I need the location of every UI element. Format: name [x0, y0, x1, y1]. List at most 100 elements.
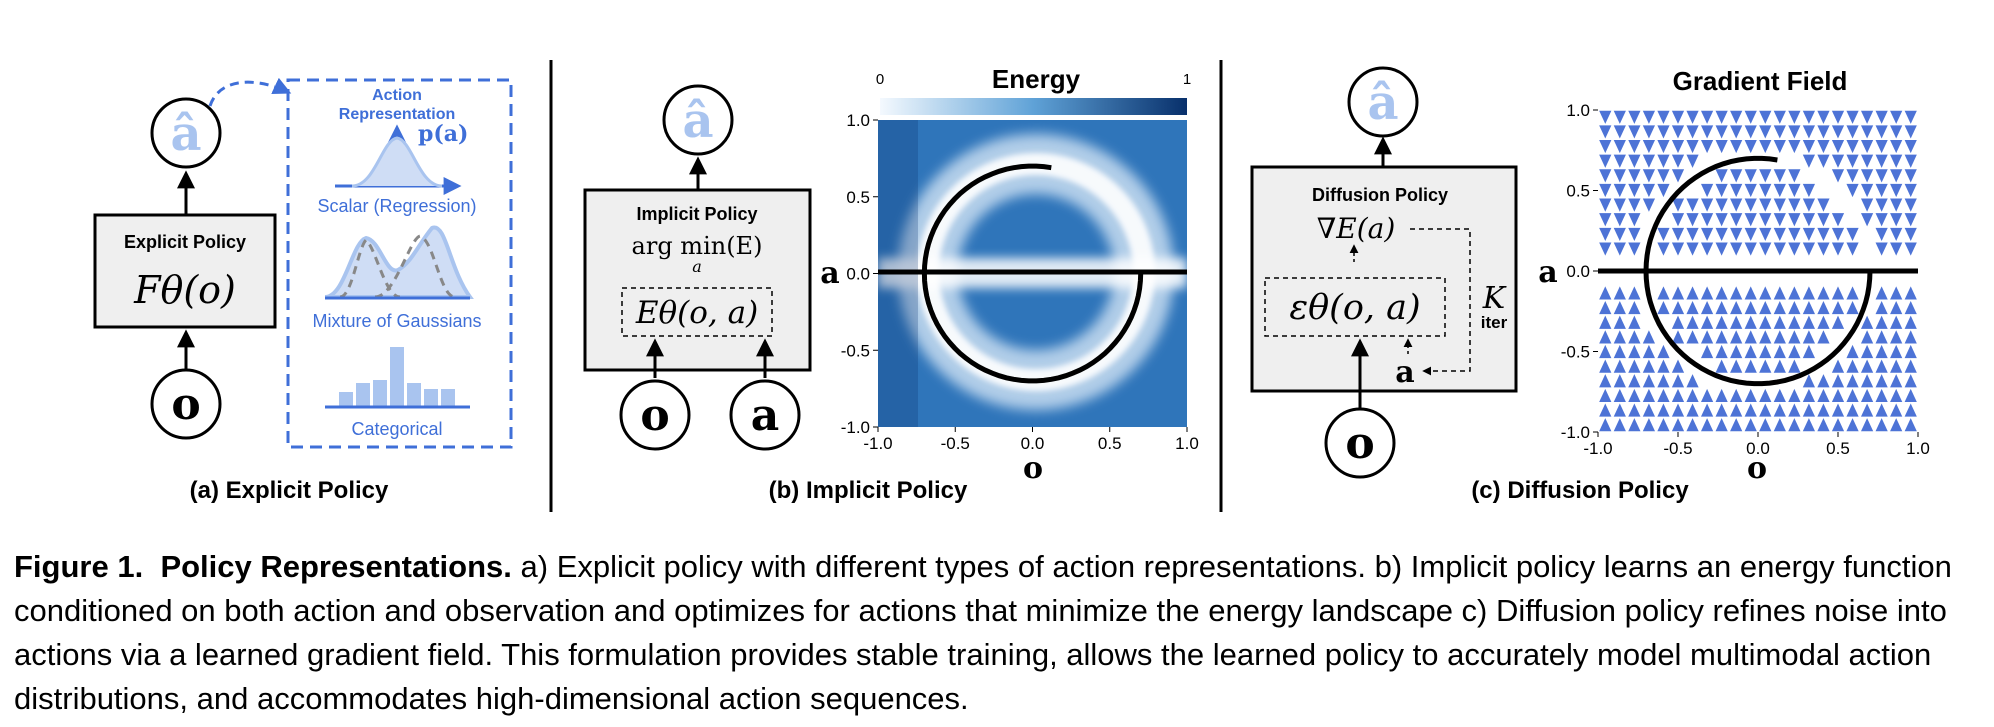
field-arrow — [1671, 169, 1685, 183]
field-arrow — [1773, 286, 1786, 300]
field-arrow — [1890, 359, 1903, 373]
field-arrow — [1846, 169, 1859, 183]
field-arrow — [1599, 140, 1612, 154]
field-arrow — [1671, 140, 1685, 154]
field-arrow — [1715, 169, 1728, 183]
field-arrow — [1904, 198, 1917, 212]
field-arrow — [1599, 154, 1612, 168]
x-tick-label: 0.5 — [1098, 434, 1122, 453]
y-tick-label: -1.0 — [1561, 423, 1590, 442]
field-arrow — [1875, 110, 1888, 124]
field-arrow — [1744, 403, 1757, 417]
field-arrow — [1613, 330, 1626, 344]
field-arrow — [1671, 110, 1685, 124]
field-arrow — [1773, 227, 1786, 241]
field-arrow — [1875, 330, 1888, 344]
field-arrow — [1657, 183, 1670, 198]
field-arrow — [1628, 227, 1641, 241]
field-arrow — [1802, 227, 1816, 241]
x-tick-label: 0.5 — [1826, 439, 1850, 458]
field-arrow — [1715, 140, 1728, 154]
field-arrow — [1599, 344, 1612, 359]
field-arrow — [1890, 330, 1903, 344]
field-arrow — [1657, 125, 1670, 139]
field-arrow — [1773, 198, 1786, 212]
field-arrow — [1875, 301, 1888, 315]
caption-body: a) Explicit policy with different types … — [14, 549, 1952, 716]
field-arrow — [1613, 418, 1626, 432]
field-arrow — [1628, 125, 1641, 139]
field-arrow — [1730, 418, 1743, 432]
scalar-gaussian — [351, 136, 443, 188]
field-arrow — [1700, 198, 1714, 212]
field-arrow — [1671, 315, 1685, 329]
field-arrow — [1802, 286, 1816, 300]
field-arrow — [1715, 227, 1728, 241]
field-arrow — [1642, 374, 1656, 388]
field-arrow — [1759, 140, 1772, 154]
field-arrow — [1788, 169, 1801, 183]
field-arrow — [1831, 227, 1845, 241]
field-arrow — [1744, 140, 1757, 154]
field-arrow — [1904, 213, 1917, 227]
field-arrow — [1657, 301, 1670, 315]
field-arrow — [1599, 110, 1612, 124]
x-tick-label: -1.0 — [863, 434, 892, 453]
field-arrow — [1788, 110, 1801, 124]
field-arrow — [1715, 110, 1728, 124]
field-arrow — [1802, 315, 1816, 329]
field-arrow — [1788, 330, 1801, 344]
field-arrow — [1890, 140, 1903, 154]
argmin-sub: a — [692, 257, 702, 276]
field-arrow — [1700, 140, 1714, 154]
x-tick-label: -0.5 — [1663, 439, 1692, 458]
field-arrow — [1860, 110, 1874, 124]
field-arrow — [1642, 330, 1656, 344]
field-arrow — [1599, 125, 1612, 139]
field-arrow — [1773, 388, 1786, 402]
field-arrow — [1671, 374, 1685, 388]
field-arrow — [1628, 198, 1641, 212]
field-arrow — [1802, 183, 1816, 198]
field-arrow — [1773, 301, 1786, 315]
field-arrow — [1686, 418, 1699, 432]
categorical-bar — [356, 383, 370, 407]
categorical-bar — [407, 383, 421, 407]
field-arrow — [1904, 388, 1917, 402]
field-arrow — [1671, 242, 1685, 256]
field-arrow — [1599, 286, 1612, 300]
field-arrow — [1904, 286, 1917, 300]
field-arrow — [1831, 110, 1845, 124]
formula: Eθ(o, a) — [635, 295, 758, 331]
field-arrow — [1890, 227, 1903, 241]
field-arrow — [1860, 198, 1874, 212]
y-tick-label: 0.0 — [1566, 262, 1590, 281]
field-arrow — [1875, 213, 1888, 227]
field-arrow — [1759, 359, 1772, 373]
field-arrow — [1860, 213, 1874, 227]
field-arrow — [1890, 286, 1903, 300]
field-arrow — [1657, 359, 1670, 373]
field-arrow — [1730, 242, 1743, 256]
field-arrow — [1715, 213, 1728, 227]
a-label: a — [1395, 355, 1414, 390]
field-arrow — [1744, 388, 1757, 402]
field-arrow — [1744, 301, 1757, 315]
field-arrow — [1642, 388, 1656, 402]
field-arrow — [1802, 242, 1816, 256]
field-arrow — [1628, 388, 1641, 402]
field-arrow — [1759, 315, 1772, 329]
field-arrow — [1730, 125, 1743, 139]
field-arrow — [1628, 183, 1641, 198]
field-arrow — [1831, 403, 1845, 417]
field-arrow — [1715, 388, 1728, 402]
field-arrow — [1599, 359, 1612, 373]
field-arrow — [1671, 301, 1685, 315]
action-rep-title: Representation — [339, 106, 455, 123]
output-node — [1347, 66, 1419, 138]
grad-label: ∇E(a) — [1317, 212, 1396, 245]
field-arrow — [1904, 418, 1917, 432]
y-tick-label: 0.5 — [846, 188, 870, 207]
